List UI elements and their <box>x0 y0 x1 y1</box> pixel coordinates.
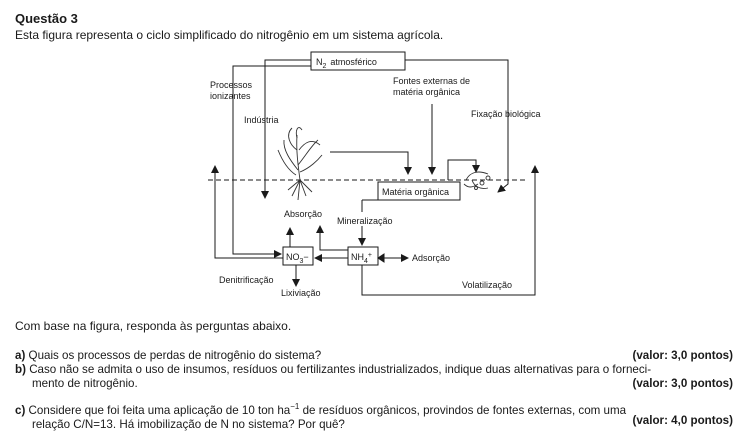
industry-label: Indústria <box>244 115 279 125</box>
external-sources-label-2: matéria orgânica <box>393 87 460 97</box>
nh4-label: NH4+ <box>351 252 372 265</box>
question-c-value: (valor: 4,0 pontos) <box>632 414 734 427</box>
question-a-value: (valor: 3,0 pontos) <box>632 349 734 362</box>
denitrification-label: Denitrificação <box>219 275 274 285</box>
nh4-box <box>347 246 379 266</box>
question-c-text-line2: relação C/N=13. Há imobilização de N no … <box>32 417 345 431</box>
adsorption-label: Adsorção <box>412 253 450 263</box>
question-b-text-line1: Caso não se admita o uso de insumos, res… <box>29 363 652 376</box>
legume-illustration <box>463 171 491 190</box>
external-sources-label-1: Fontes externas de <box>393 76 470 86</box>
volatilization-label: Volatilização <box>462 280 512 290</box>
ionizing-label-1: Processos <box>210 80 253 90</box>
question-b-value: (valor: 3,0 pontos) <box>632 377 734 390</box>
question-title: Questão 3 <box>15 11 78 26</box>
n2-atmospheric-box <box>310 51 406 71</box>
question-a-text: Quais os processos de perdas de nitrogên… <box>28 349 322 362</box>
denitrification-arrow <box>211 165 283 259</box>
legume-loop-arrow <box>447 159 480 180</box>
organic-matter-box <box>377 181 461 201</box>
industry-arrow <box>261 59 311 199</box>
question-a: a) Quais os processos de perdas de nitro… <box>15 349 733 363</box>
volatilization-arrow <box>361 165 539 296</box>
absorption-arrow-nh4 <box>316 225 348 251</box>
question-c-text-a: Considere que foi feita uma aplicação de… <box>28 403 291 417</box>
question-subtitle: Esta figura representa o ciclo simplific… <box>15 28 444 42</box>
question-b: b) Caso não se admita o uso de insumos, … <box>15 363 733 391</box>
instructions-text: Com base na figura, responda às pergunta… <box>15 319 292 333</box>
question-c-letter: c) <box>15 403 26 417</box>
ionizing-arrow <box>232 65 311 258</box>
plant-illustration <box>277 127 323 201</box>
question-c-exponent: −1 <box>290 402 300 411</box>
fixation-arrow <box>405 59 509 193</box>
question-c-text-b: de resíduos orgânicos, provindos de font… <box>299 403 627 417</box>
mineralization-label: Mineralização <box>337 216 393 226</box>
question-b-letter: b) <box>15 363 26 376</box>
question-a-letter: a) <box>15 349 26 362</box>
question-b-text-line2: mento de nitrogênio. <box>32 377 138 390</box>
no3-box <box>282 246 314 266</box>
question-c: c) Considere que foi feita uma aplicação… <box>15 400 734 431</box>
no3-label: NO3− <box>286 252 309 265</box>
absorption-label: Absorção <box>284 209 322 219</box>
ionizing-label-2: ionizantes <box>210 91 251 101</box>
fixation-label: Fixação biológica <box>471 109 541 119</box>
plant-residue-arrow <box>330 151 412 175</box>
leaching-label: Lixiviação <box>281 288 321 298</box>
organic-matter-label: Matéria orgânica <box>382 187 449 197</box>
